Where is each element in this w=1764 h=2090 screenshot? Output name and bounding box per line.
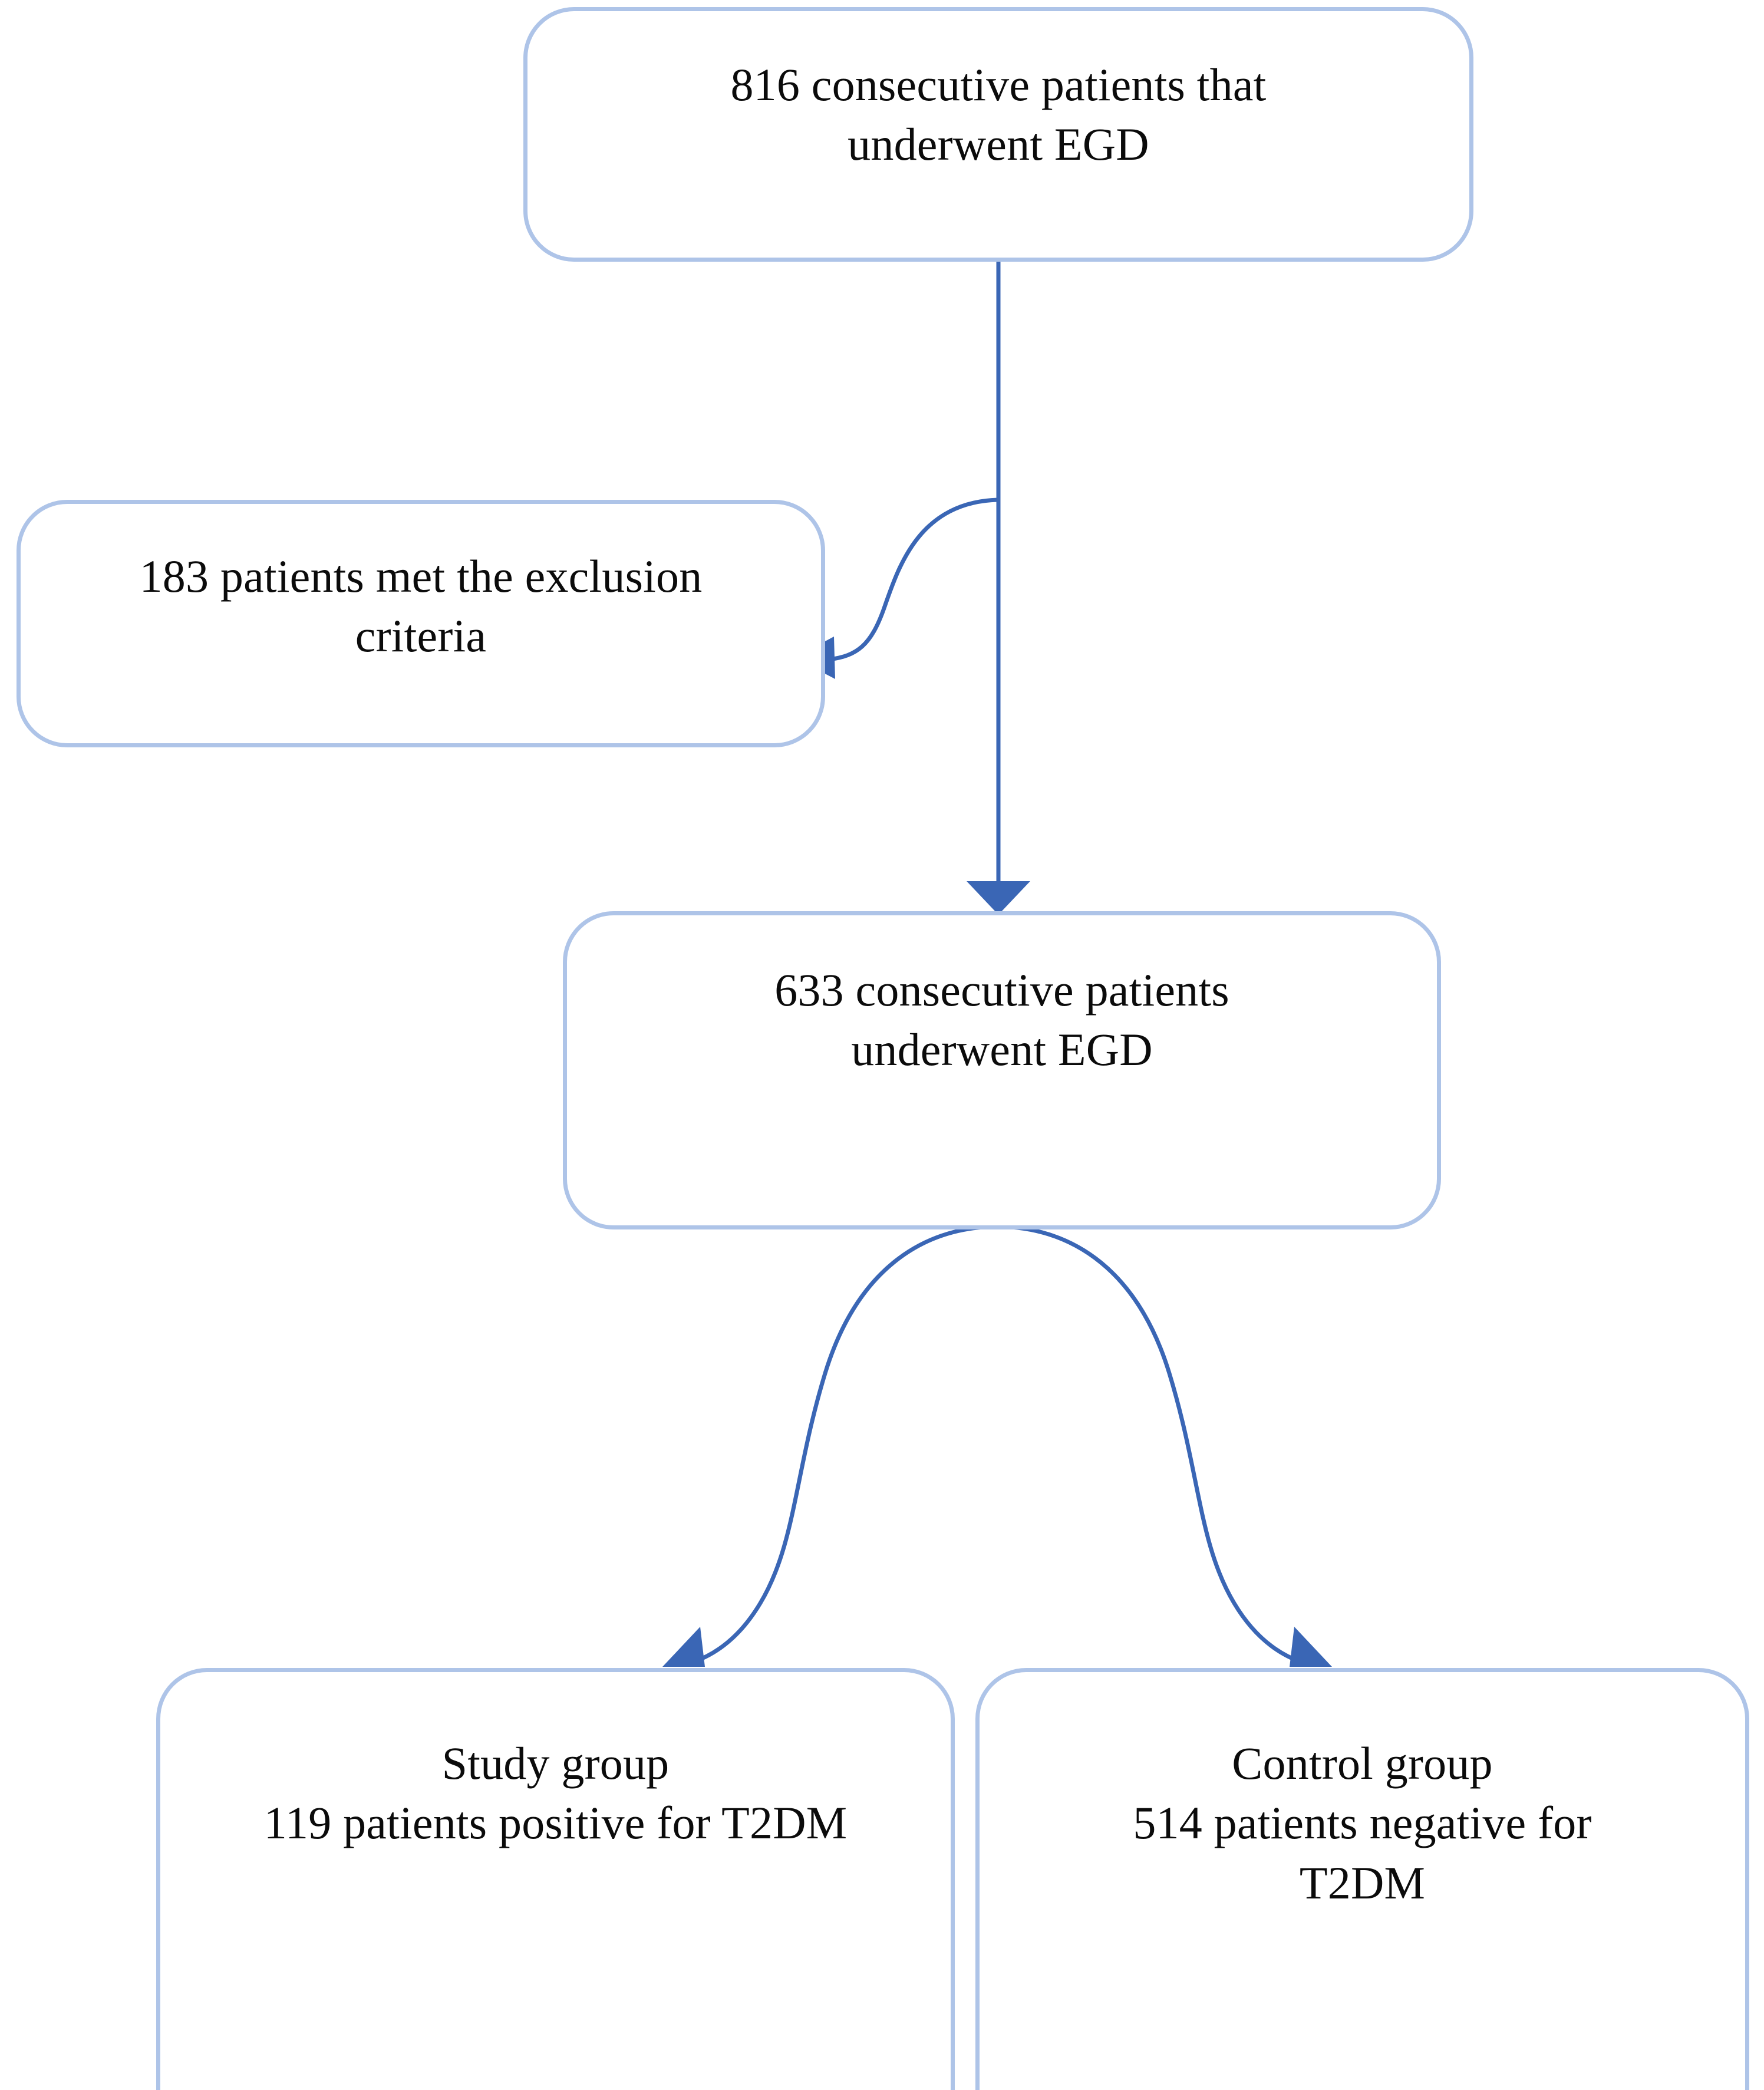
node-control-group: Control group 514 patients negative for …: [975, 1668, 1749, 2090]
edge-eligible-to-control: [997, 1224, 1332, 1667]
node-eligible-patients-label: 633 consecutive patients underwent EGD: [774, 964, 1229, 1076]
node-excluded-patients-label: 183 patients met the exclusion criteria: [139, 550, 703, 662]
node-study-group: Study group 119 patients positive for T2…: [156, 1668, 955, 2090]
edge-total-to-eligible: [967, 262, 1030, 915]
node-excluded-patients: 183 patients met the exclusion criteria: [17, 500, 825, 747]
edge-eligible-to-study: [662, 1224, 998, 1667]
node-eligible-patients: 633 consecutive patients underwent EGD: [563, 911, 1441, 1229]
node-total-patients: 816 consecutive patients that underwent …: [523, 7, 1473, 262]
node-total-patients-label: 816 consecutive patients that underwent …: [730, 59, 1267, 170]
node-control-group-label: Control group 514 patients negative for …: [1133, 1738, 1592, 1908]
node-study-group-label: Study group 119 patients positive for T2…: [263, 1738, 848, 1849]
